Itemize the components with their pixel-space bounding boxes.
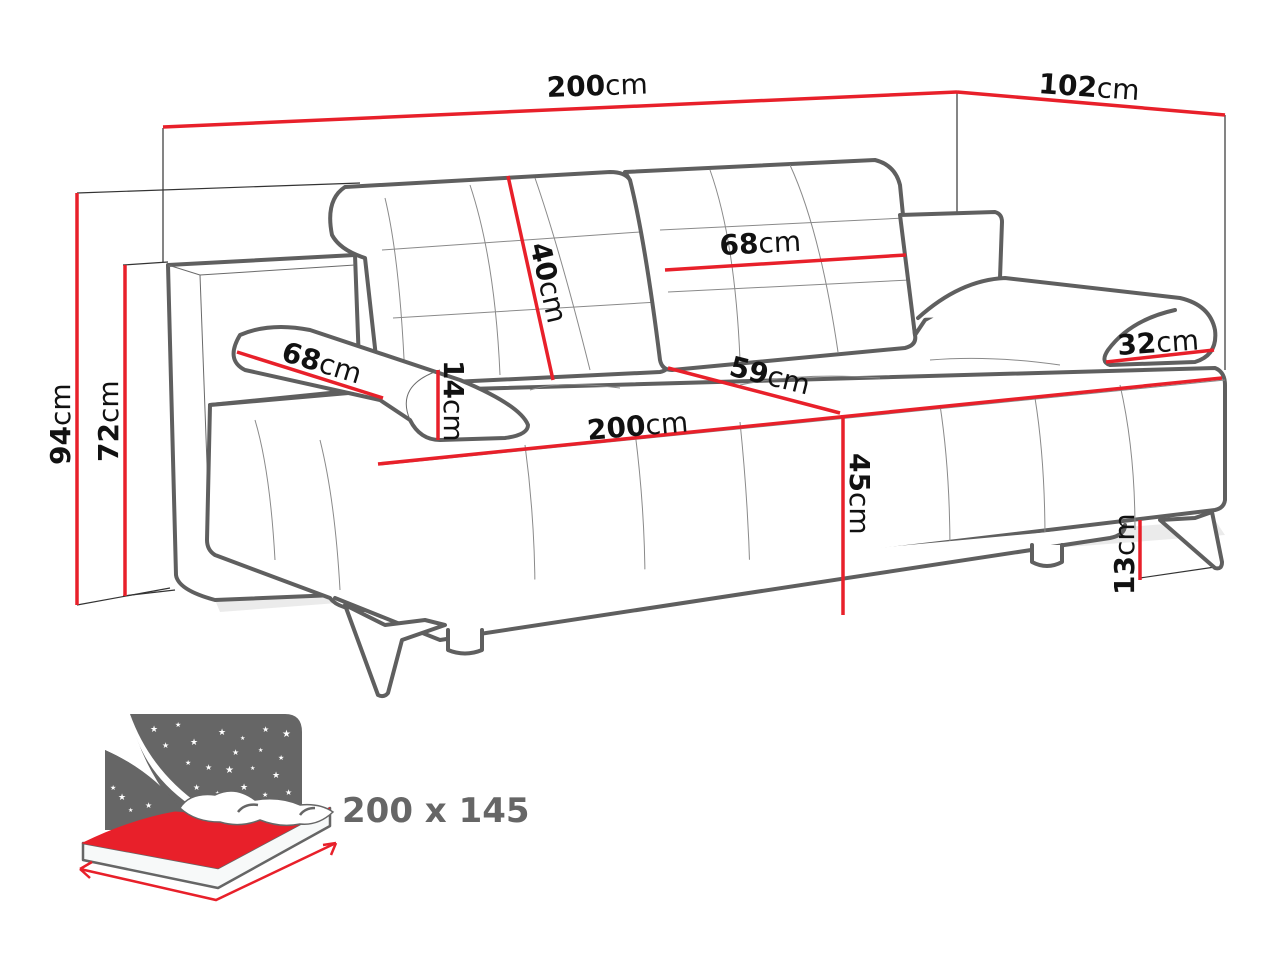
label-backrest-width: 68cm: [719, 225, 802, 262]
svg-text:★: ★: [282, 729, 291, 740]
svg-text:★: ★: [205, 763, 212, 772]
left-armrest-cushion: [231, 325, 530, 442]
svg-text:★: ★: [240, 782, 248, 792]
label-total-depth: 102cm: [1038, 67, 1141, 107]
svg-text:★: ★: [218, 727, 226, 737]
right-front-leg: [1158, 510, 1224, 571]
sleeping-area-label: 200 x 145: [342, 791, 530, 831]
label-seat-depth: 59cm: [726, 350, 813, 402]
label-total-width: 200cm: [546, 67, 648, 104]
dimension-lines: [75, 90, 1226, 615]
svg-text:★: ★: [185, 759, 191, 767]
svg-text:★: ★: [175, 721, 181, 729]
svg-text:★: ★: [262, 791, 268, 799]
label-armrest-height: 72cm: [92, 380, 125, 462]
label-seat-width: 200cm: [586, 405, 690, 447]
label-cushion-height: 14cm: [437, 360, 470, 442]
center-foot-right: [1030, 543, 1064, 568]
svg-text:★: ★: [190, 737, 198, 747]
label-seat-height: 45cm: [843, 453, 876, 535]
stars: ★ ★ ★ ★ ★ ★ ★ ★ ★ ★ ★ ★ ★ ★ ★ ★ ★ ★ ★ ★ …: [110, 721, 292, 822]
svg-text:★: ★: [285, 788, 292, 797]
svg-text:★: ★: [262, 725, 269, 734]
svg-text:★: ★: [193, 783, 200, 792]
center-foot-left: [446, 628, 484, 656]
svg-text:★: ★: [128, 807, 133, 814]
svg-text:★: ★: [232, 748, 239, 757]
svg-text:★: ★: [240, 735, 245, 742]
bed-night-sky-icon: ★ ★ ★ ★ ★ ★ ★ ★ ★ ★ ★ ★ ★ ★ ★ ★ ★ ★ ★ ★ …: [79, 714, 530, 902]
svg-text:★: ★: [145, 801, 152, 810]
front-base-strip: [333, 523, 1127, 642]
left-front-leg: [343, 603, 447, 699]
svg-text:★: ★: [150, 724, 158, 734]
svg-text:★: ★: [110, 784, 116, 792]
extension-lines: [76, 92, 1226, 606]
svg-text:★: ★: [278, 754, 284, 762]
label-total-height: 94cm: [44, 383, 77, 465]
svg-text:★: ★: [162, 741, 169, 750]
svg-text:★: ★: [250, 765, 255, 772]
sofa-illustration: [166, 158, 1227, 699]
dimension-labels: 200cm 102cm 94cm 72cm 40cm 68cm 68cm 14c…: [44, 67, 1200, 595]
label-leg-height: 13cm: [1108, 513, 1141, 595]
svg-text:★: ★: [118, 792, 126, 802]
svg-text:★: ★: [225, 765, 234, 776]
svg-text:★: ★: [258, 747, 263, 754]
label-armrest-pad-width: 32cm: [1116, 323, 1200, 362]
svg-text:★: ★: [272, 770, 280, 780]
